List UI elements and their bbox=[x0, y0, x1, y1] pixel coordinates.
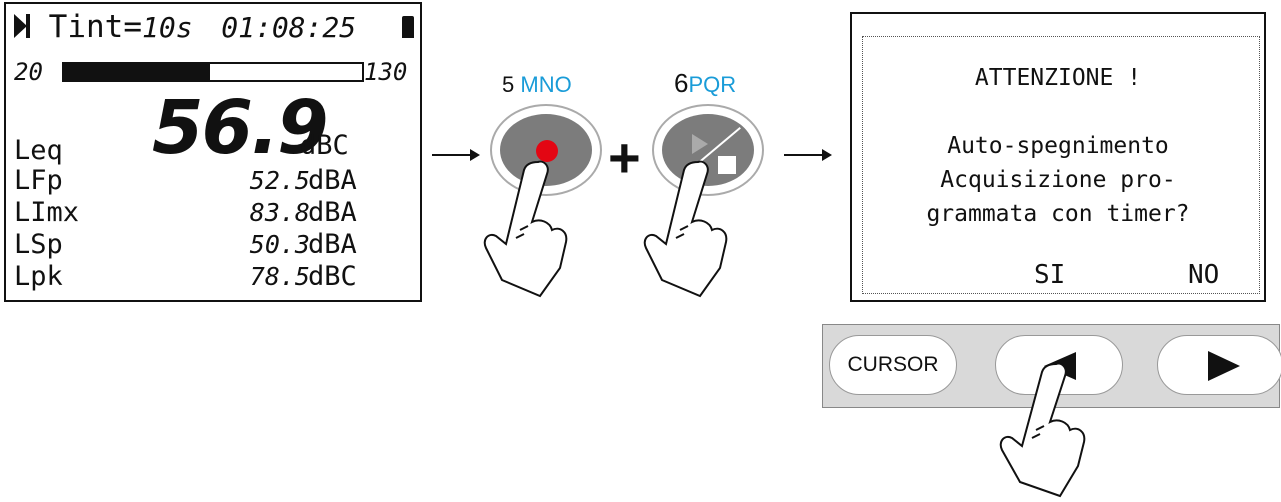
lcd-row: Lpk 78.5 dBC bbox=[14, 261, 357, 292]
key-number: 5 bbox=[502, 72, 515, 97]
dialog-screen: ATTENZIONE ! Auto-spegnimento Acquisizio… bbox=[850, 12, 1266, 302]
yes-option[interactable]: SI bbox=[1034, 260, 1066, 290]
row-value: 78.5 bbox=[249, 262, 310, 291]
arrow-right-icon bbox=[784, 149, 832, 161]
key-6-label: 6PQR bbox=[674, 68, 736, 99]
row-value: 83.8 bbox=[249, 198, 310, 227]
pointing-hand-icon bbox=[643, 160, 728, 298]
row-value: 50.3 bbox=[249, 230, 310, 259]
row-unit: dBA bbox=[308, 197, 357, 228]
tint-label: Tint= bbox=[48, 9, 142, 45]
main-unit: dBC bbox=[300, 130, 349, 161]
dialog-line: grammata con timer? bbox=[926, 201, 1190, 227]
lcd-row: LFp 52.5 dBA bbox=[14, 165, 357, 196]
key-number: 6 bbox=[674, 68, 689, 98]
dialog-frame bbox=[862, 36, 1260, 294]
scale-min: 20 bbox=[14, 58, 43, 86]
dialog-line: Auto-spegnimento bbox=[947, 133, 1169, 159]
key-5-label: 5 MNO bbox=[502, 72, 572, 98]
clock: 01:08:25 bbox=[221, 11, 357, 44]
main-value: 56.9 bbox=[152, 85, 329, 171]
record-key-button[interactable] bbox=[490, 104, 602, 196]
lcd-row: LSp 50.3 dBA bbox=[14, 229, 357, 260]
key-letters: MNO bbox=[520, 72, 572, 97]
row-param: LImx bbox=[14, 197, 80, 228]
play-icon bbox=[692, 134, 708, 154]
tint-value: 10s bbox=[142, 11, 193, 44]
play-icon bbox=[14, 14, 30, 38]
plus-sign: + bbox=[608, 126, 641, 189]
row-param: Lpk bbox=[14, 261, 63, 292]
key-letters: PQR bbox=[688, 72, 737, 97]
row-unit: dBC bbox=[308, 261, 357, 292]
main-param: Leq bbox=[14, 136, 63, 166]
lcd-status-line: Tint=10s 01:08:25 bbox=[14, 10, 356, 45]
row-param: LSp bbox=[14, 229, 63, 260]
row-unit: dBA bbox=[308, 165, 357, 196]
scale-max: 130 bbox=[364, 58, 408, 86]
lcd-row: LImx 83.8 dBA bbox=[14, 197, 357, 228]
record-icon bbox=[536, 140, 558, 162]
cursor-button[interactable]: CURSOR bbox=[829, 335, 957, 395]
right-arrow-button[interactable] bbox=[1157, 335, 1281, 395]
dialog-line: Acquisizione pro- bbox=[940, 167, 1176, 193]
pointing-hand-icon bbox=[483, 160, 568, 298]
row-unit: dBA bbox=[308, 229, 357, 260]
lcd-screen: Tint=10s 01:08:25 20 130 56.9 Leq dBC LF… bbox=[4, 2, 422, 302]
battery-icon bbox=[402, 16, 414, 38]
row-param: LFp bbox=[14, 165, 63, 196]
level-bar bbox=[62, 62, 364, 82]
main-param-label: Leq bbox=[14, 135, 63, 166]
arrow-right-icon bbox=[1208, 351, 1240, 381]
stop-icon bbox=[718, 156, 736, 174]
arrow-right-icon bbox=[432, 149, 480, 161]
pointing-hand-icon bbox=[999, 362, 1086, 498]
cursor-key-strip: CURSOR bbox=[822, 324, 1281, 408]
dialog-title: ATTENZIONE ! bbox=[974, 65, 1142, 91]
level-bar-fill bbox=[64, 64, 211, 80]
row-value: 52.5 bbox=[249, 166, 310, 195]
left-arrow-button[interactable] bbox=[995, 335, 1123, 395]
no-option[interactable]: NO bbox=[1188, 260, 1220, 290]
